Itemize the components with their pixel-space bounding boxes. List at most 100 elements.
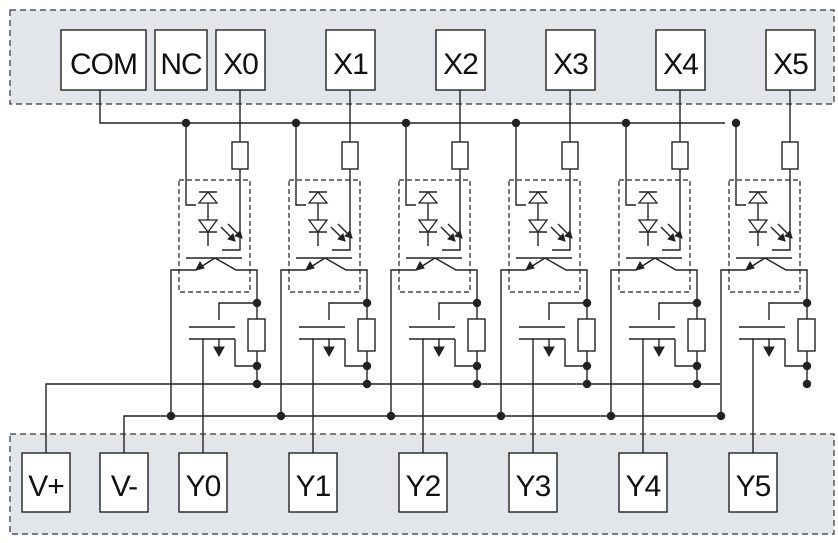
led-wire (515, 180, 526, 206)
junction-dot-icon (386, 411, 396, 421)
gate-wire (328, 302, 367, 320)
resistor-icon (357, 318, 376, 352)
light-arrow-head (674, 230, 683, 239)
junction-dot-icon (716, 411, 726, 421)
diode-icon (637, 190, 659, 204)
channel-1 (280, 90, 376, 453)
light-arrow-head (777, 233, 786, 242)
mosfet-icon (763, 346, 775, 358)
mosfet-icon (323, 346, 335, 358)
terminal-y1[interactable]: Y1 (288, 452, 338, 513)
gate-wire (218, 302, 257, 320)
light-arrow-head (564, 230, 573, 239)
mosfet-drain-wire (234, 339, 257, 367)
terminal-vminus-label: V- (111, 470, 137, 503)
terminal-y5-label: Y5 (736, 470, 771, 503)
terminal-y4-label: Y4 (626, 470, 661, 503)
diode-icon (527, 190, 549, 204)
terminal-y2[interactable]: Y2 (398, 452, 448, 513)
light-arrow-head (337, 233, 346, 242)
optocoupler-icon (508, 179, 581, 293)
input-wire (772, 169, 791, 251)
transistor-collector (654, 257, 698, 300)
terminal-x3[interactable]: X3 (545, 29, 596, 91)
channel-3 (500, 90, 596, 453)
terminal-y0[interactable]: Y0 (178, 452, 228, 513)
channel-0 (170, 90, 266, 453)
terminal-y4[interactable]: Y4 (618, 452, 668, 513)
diode-icon (527, 219, 549, 234)
diode-icon (637, 219, 659, 234)
terminal-x2[interactable]: X2 (435, 29, 486, 91)
diode-icon (307, 219, 329, 234)
channel-4 (610, 90, 706, 453)
led-wire (185, 180, 196, 206)
terminal-blocks: COM NC X0 X1 X2 X3 X4 X5 (21, 29, 816, 513)
circuit-wiring (45, 90, 725, 453)
channel-2 (390, 90, 486, 453)
transistor-collector (434, 257, 478, 300)
terminal-x3-label: X3 (553, 48, 588, 81)
junction-dot-icon (692, 379, 702, 389)
terminal-x4[interactable]: X4 (655, 29, 706, 91)
light-arrow-head (454, 230, 463, 239)
led-wire (405, 180, 416, 206)
gate-wire (768, 302, 807, 320)
mosfet-icon (543, 346, 555, 358)
mosfet-drain-wire (784, 339, 807, 367)
junction-dot-icon (511, 118, 521, 128)
junction-dot-icon (362, 361, 372, 371)
light-arrow-head (234, 230, 243, 239)
left-rail-wire (500, 269, 526, 416)
emitter-arrow (415, 261, 425, 271)
input-wire (552, 169, 571, 251)
emitter-arrow (635, 261, 645, 271)
terminal-y3[interactable]: Y3 (508, 452, 558, 513)
terminal-x5[interactable]: X5 (765, 29, 816, 91)
optocoupler-icon (618, 179, 691, 293)
left-rail-wire (280, 269, 306, 416)
terminal-x0[interactable]: X0 (215, 29, 266, 91)
left-rail-wire (390, 269, 416, 416)
terminal-vminus[interactable]: V- (99, 452, 149, 513)
resistor-icon (577, 318, 596, 352)
mosfet-icon (653, 346, 665, 358)
optocoupler-icon (398, 179, 471, 293)
diode-icon (417, 190, 439, 204)
terminal-vplus[interactable]: V+ (21, 452, 71, 513)
mosfet-drain-wire (564, 339, 587, 367)
light-arrow-head (447, 233, 456, 242)
diode-icon (197, 219, 219, 234)
emitter-arrow (305, 261, 315, 271)
gate-wire (548, 302, 587, 320)
junction-dot-icon (252, 379, 262, 389)
junction-dot-icon (621, 118, 631, 128)
junction-dot-icon (181, 118, 191, 128)
diode-icon (747, 219, 769, 234)
diode-icon (747, 190, 769, 204)
left-rail-wire (610, 269, 636, 416)
mosfet-icon (433, 346, 445, 358)
resistor-icon (797, 318, 816, 352)
terminal-x1[interactable]: X1 (325, 29, 376, 91)
led-wire (625, 180, 636, 206)
resistor-icon (247, 318, 266, 352)
junction-dot-icon (401, 118, 411, 128)
diode-icon (307, 190, 329, 204)
terminal-nc[interactable]: NC (154, 29, 208, 91)
channel-5 (720, 90, 816, 453)
terminal-com[interactable]: COM (60, 29, 147, 91)
junction-dot-icon (496, 411, 506, 421)
junction-dot-icon (166, 411, 176, 421)
junction-dot-icon (692, 361, 702, 371)
light-arrow-head (784, 230, 793, 239)
junction-dot-icon (802, 361, 812, 371)
optocoupler-icon (288, 179, 361, 293)
junction-dot-icon (362, 298, 372, 308)
terminal-y5[interactable]: Y5 (728, 452, 778, 513)
led-wire (295, 180, 306, 206)
light-arrow-head (557, 233, 566, 242)
junction-dot-icon (472, 379, 482, 389)
terminal-y2-label: Y2 (406, 470, 441, 503)
input-wire (442, 169, 461, 251)
